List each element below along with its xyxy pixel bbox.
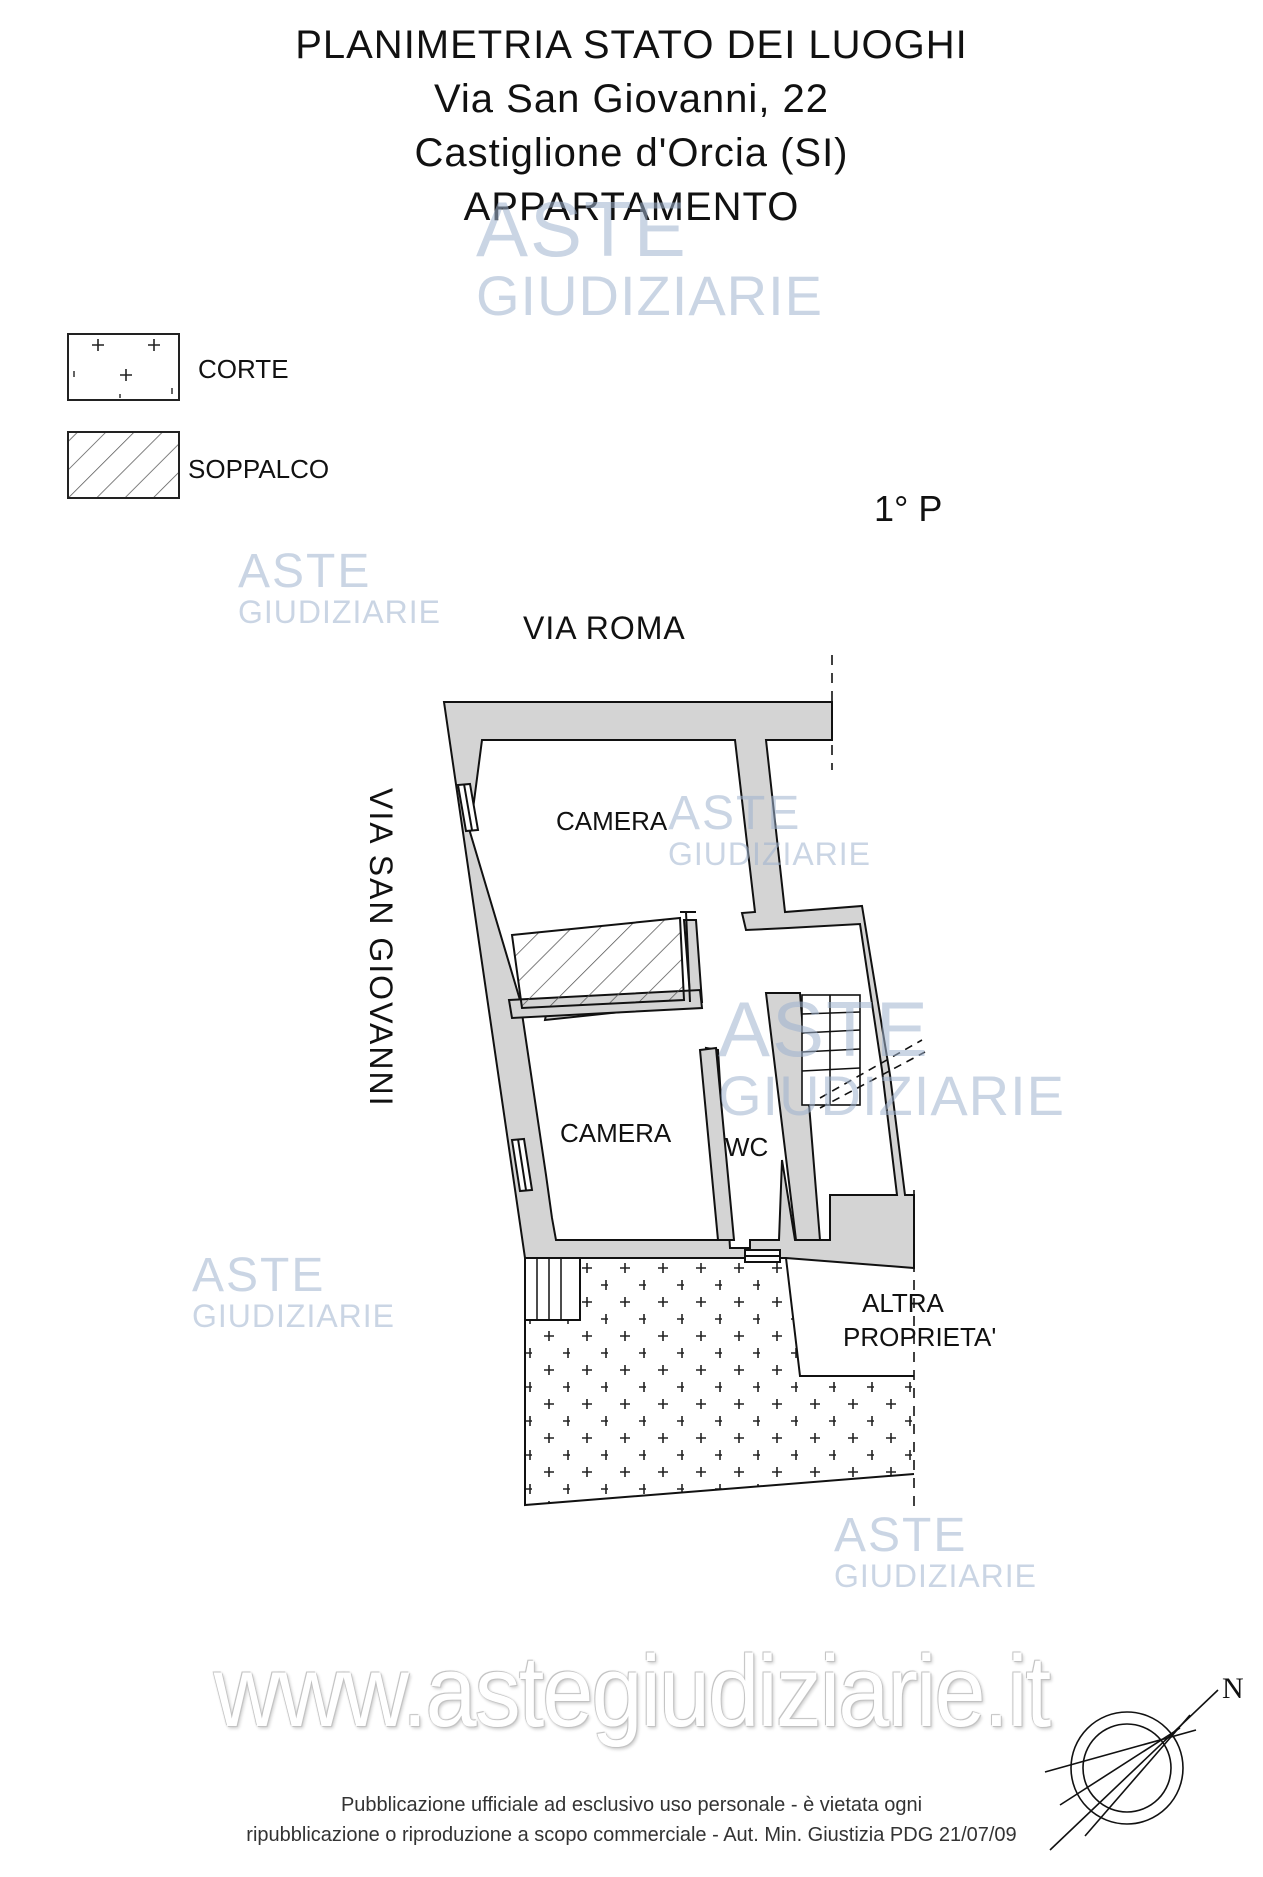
title-line-1: PLANIMETRIA STATO DEI LUOGHI [295, 23, 968, 67]
room-altra-line-2: PROPRIETA' [843, 1322, 997, 1352]
floor-label: 1° P [874, 488, 943, 529]
watermark-disclaimer: Pubblicazione ufficiale ad esclusivo uso… [0, 1790, 1263, 1850]
street-via-san-giovanni: VIA SAN GIOVANNI [363, 788, 399, 1108]
north-arrow-icon [1044, 1689, 1219, 1851]
street-via-roma: VIA ROMA [523, 610, 686, 646]
soppalco-area [510, 911, 696, 1010]
title-line-3: Castiglione d'Orcia (SI) [414, 131, 849, 175]
disclaimer-line-1: Pubblicazione ufficiale ad esclusivo uso… [340, 1794, 923, 1816]
north-label: N [1222, 1672, 1244, 1705]
room-altra-line-1: ALTRA [862, 1288, 944, 1318]
watermark-site-url: www.astegiudiziarie.it [213, 1635, 1051, 1749]
room-camera-bottom: CAMERA [560, 1118, 672, 1148]
disclaimer-line-2: ripubblicazione o riproduzione a scopo c… [246, 1824, 1017, 1846]
boundary-lines [831, 655, 915, 1510]
title-block: PLANIMETRIA STATO DEI LUOGHI Via San Gio… [0, 18, 1263, 234]
legend-soppalco-label: SOPPALCO [188, 454, 330, 484]
interior-stair [801, 994, 926, 1109]
room-camera-top: CAMERA [556, 806, 668, 836]
legend-soppalco-swatch [67, 431, 180, 499]
windows [456, 782, 781, 1263]
title-line-2: Via San Giovanni, 22 [433, 77, 830, 121]
title-line-4: APPARTAMENTO [463, 185, 800, 229]
legend-corte-label: CORTE [198, 354, 289, 384]
court-stair [524, 1257, 581, 1321]
walls [442, 701, 915, 1270]
corte-area [524, 1257, 915, 1507]
legend-corte-swatch [67, 333, 180, 401]
room-wc: WC [725, 1132, 769, 1162]
